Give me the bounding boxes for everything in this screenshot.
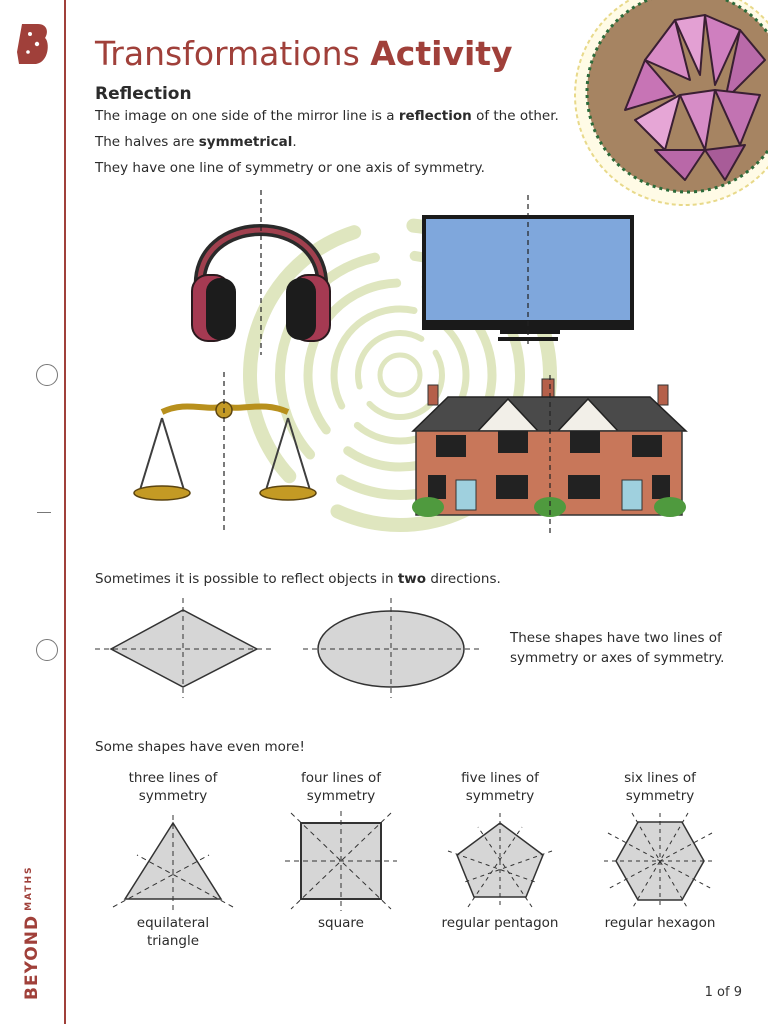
two-axes-note: These shapes have two lines of symmetry …	[510, 630, 725, 666]
title-regular: Transformations	[95, 34, 371, 73]
hexagon-icon	[604, 812, 716, 910]
scales-icon	[133, 372, 317, 534]
shape-name-label: regular pentagon	[441, 915, 559, 931]
house-icon	[411, 375, 688, 537]
text-run: of the other.	[471, 108, 559, 124]
margin-line	[64, 0, 66, 1024]
shape-name-label: regular hexagon	[604, 915, 716, 931]
reflection-line-2: The halves are symmetrical.	[95, 134, 297, 150]
reflection-line-3: They have one line of symmetry or one ax…	[95, 160, 485, 176]
shape-top-label: four lines of symmetry	[300, 770, 382, 804]
text-run: The halves are	[95, 134, 199, 150]
television-icon	[422, 195, 634, 345]
square-icon	[285, 811, 397, 911]
binder-tick	[37, 512, 51, 513]
reflection-line-1: The image on one side of the mirror line…	[95, 108, 559, 124]
brand-name-small: MATHS	[24, 865, 34, 911]
headphones-icon	[191, 190, 331, 355]
pentagon-icon	[447, 813, 553, 909]
page-title: Transformations Activity	[95, 34, 513, 73]
shape-name-label: equilateral triangle	[136, 915, 210, 949]
page-number: 1 of 9	[704, 985, 742, 1000]
ellipse-icon	[303, 598, 479, 698]
triangle-icon	[112, 815, 234, 913]
text-run: Sometimes it is possible to reflect obje…	[95, 571, 398, 587]
two-directions-intro: Sometimes it is possible to reflect obje…	[95, 571, 501, 587]
shape-name-label: square	[318, 915, 364, 931]
section-heading: Reflection	[95, 84, 192, 104]
logo-icon	[17, 24, 48, 64]
shape-top-label: three lines of symmetry	[128, 770, 218, 804]
more-shapes-intro: Some shapes have even more!	[95, 739, 305, 755]
text-run: directions.	[426, 571, 501, 587]
title-bold: Activity	[370, 34, 513, 73]
bold-run: symmetrical	[198, 134, 293, 150]
lotus-icon	[574, 0, 768, 206]
text-run: The image on one side of the mirror line…	[95, 108, 399, 124]
bold-run: reflection	[398, 108, 472, 124]
brand-vertical: BEYOND MATHS	[22, 866, 42, 1000]
text-run: .	[292, 134, 297, 150]
binder-hole	[36, 364, 58, 386]
bold-run: two	[397, 571, 427, 587]
shape-top-label: six lines of symmetry	[624, 770, 696, 804]
shape-top-label: five lines of symmetry	[461, 770, 539, 804]
rhombus-icon	[95, 598, 273, 698]
binder-hole	[36, 639, 58, 661]
brand-name-big: BEYOND	[22, 914, 42, 1000]
